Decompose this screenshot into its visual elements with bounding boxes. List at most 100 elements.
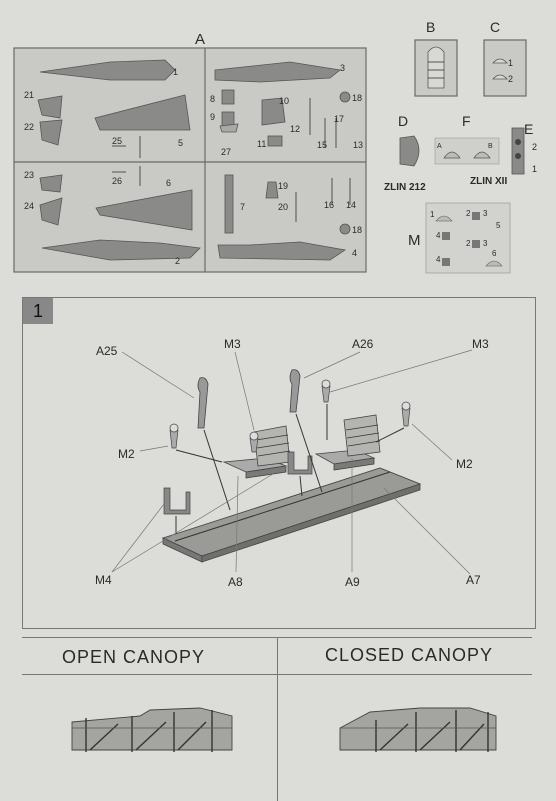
- svg-text:16: 16: [324, 200, 334, 210]
- callout-a25: A25: [96, 344, 118, 358]
- svg-text:6: 6: [492, 249, 497, 258]
- callout-m2-right: M2: [456, 457, 473, 471]
- callout-a7: A7: [466, 573, 481, 587]
- sprue-b-title: B: [426, 19, 435, 35]
- svg-text:13: 13: [353, 140, 363, 150]
- svg-text:21: 21: [24, 90, 34, 100]
- callout-m3-left: M3: [224, 337, 241, 351]
- part-a2: [41, 239, 201, 261]
- svg-text:23: 23: [24, 170, 34, 180]
- part-a18-bottom: [339, 223, 351, 235]
- part-d: [399, 135, 420, 167]
- closed-canopy-fuselage: [339, 707, 497, 751]
- step-number: 1: [23, 298, 53, 324]
- svg-text:3: 3: [483, 239, 488, 248]
- open-canopy-fuselage: [71, 707, 233, 751]
- svg-text:2: 2: [532, 142, 537, 152]
- part-a4: [217, 241, 347, 261]
- svg-text:1: 1: [173, 67, 178, 77]
- callout-a8: A8: [228, 575, 243, 589]
- part-a6: [95, 189, 193, 231]
- pedals-m4-rear: [287, 451, 313, 475]
- svg-text:2: 2: [508, 74, 513, 84]
- part-a19: [265, 181, 279, 199]
- svg-text:2: 2: [466, 239, 471, 248]
- part-e: [511, 127, 525, 175]
- svg-text:7: 7: [240, 202, 245, 212]
- part-e-title: E: [524, 121, 533, 137]
- part-m2-left: [169, 423, 179, 433]
- svg-text:12: 12: [290, 124, 300, 134]
- svg-text:15: 15: [317, 140, 327, 150]
- callout-m3-right: M3: [472, 337, 489, 351]
- part-m3-right: [321, 379, 331, 389]
- svg-text:5: 5: [496, 221, 501, 230]
- part-a10: [261, 97, 286, 126]
- svg-text:2: 2: [466, 209, 471, 218]
- sprue-a-section: A 1 2 3 4 5 6 7 8 9 10 11 12 13 14 15 16…: [0, 0, 556, 290]
- svg-text:A: A: [437, 143, 442, 150]
- callout-m2-left: M2: [118, 447, 135, 461]
- sprue-a-frame: [13, 47, 367, 273]
- canopy-options-table: OPEN CANOPY CLOSED CANOPY: [22, 637, 532, 801]
- svg-text:2: 2: [175, 256, 180, 266]
- part-a11: [267, 135, 283, 147]
- svg-text:4: 4: [436, 255, 441, 264]
- svg-text:4: 4: [436, 231, 441, 240]
- part-a22: [39, 119, 63, 146]
- svg-text:27: 27: [221, 147, 231, 157]
- closed-canopy-label: CLOSED CANOPY: [325, 645, 494, 665]
- svg-text:14: 14: [346, 200, 356, 210]
- part-a1: [39, 59, 176, 81]
- open-canopy-label: OPEN CANOPY: [62, 647, 206, 667]
- svg-text:17: 17: [334, 114, 344, 124]
- part-a7: [224, 174, 234, 234]
- stick-a26: [289, 369, 301, 413]
- svg-text:25: 25: [112, 136, 122, 146]
- callout-m4: M4: [95, 573, 112, 587]
- svg-text:18: 18: [352, 93, 362, 103]
- part-m3-left: [249, 431, 259, 441]
- part-a3: [214, 61, 341, 83]
- part-a21: [37, 95, 63, 119]
- svg-text:1: 1: [508, 58, 513, 68]
- svg-text:26: 26: [112, 176, 122, 186]
- sheet-m-title: M: [408, 232, 421, 249]
- part-e-caption: ZLIN XII: [470, 176, 507, 187]
- svg-text:11: 11: [257, 139, 266, 149]
- step-1-panel: 1: [22, 297, 536, 629]
- part-d-caption: ZLIN 212: [384, 182, 426, 193]
- pedals-m4-front: [163, 487, 191, 515]
- part-a8: [221, 89, 235, 105]
- svg-text:20: 20: [278, 202, 288, 212]
- part-m2-right: [401, 401, 411, 411]
- svg-text:3: 3: [483, 209, 488, 218]
- callout-a26: A26: [352, 337, 374, 351]
- part-f-panel: [434, 137, 500, 165]
- part-a27: [219, 123, 239, 133]
- svg-text:9: 9: [210, 112, 215, 122]
- svg-text:22: 22: [24, 122, 34, 132]
- part-d-title: D: [398, 113, 408, 129]
- svg-text:5: 5: [178, 138, 183, 148]
- sprue-c-title: C: [490, 19, 500, 35]
- part-a5: [94, 94, 191, 131]
- sprue-a-drawing: A 1 2 3 4 5 6 7 8 9 10 11 12 13 14 15 16…: [13, 19, 537, 274]
- svg-text:3: 3: [340, 63, 345, 73]
- svg-text:1: 1: [430, 210, 435, 219]
- canopy-divider: [277, 638, 278, 801]
- svg-text:1: 1: [532, 164, 537, 174]
- sprue-a-title: A: [195, 31, 205, 48]
- part-f-title: F: [462, 113, 471, 129]
- svg-text:4: 4: [352, 248, 357, 258]
- svg-text:19: 19: [278, 181, 288, 191]
- svg-text:24: 24: [24, 201, 34, 211]
- svg-text:8: 8: [210, 94, 215, 104]
- svg-text:B: B: [488, 143, 493, 150]
- svg-text:10: 10: [279, 96, 289, 106]
- sprue-c-frame: [483, 39, 527, 97]
- svg-text:6: 6: [166, 178, 171, 188]
- part-a23: [39, 174, 63, 193]
- callout-a9: A9: [345, 575, 360, 589]
- stick-a25: [197, 377, 209, 429]
